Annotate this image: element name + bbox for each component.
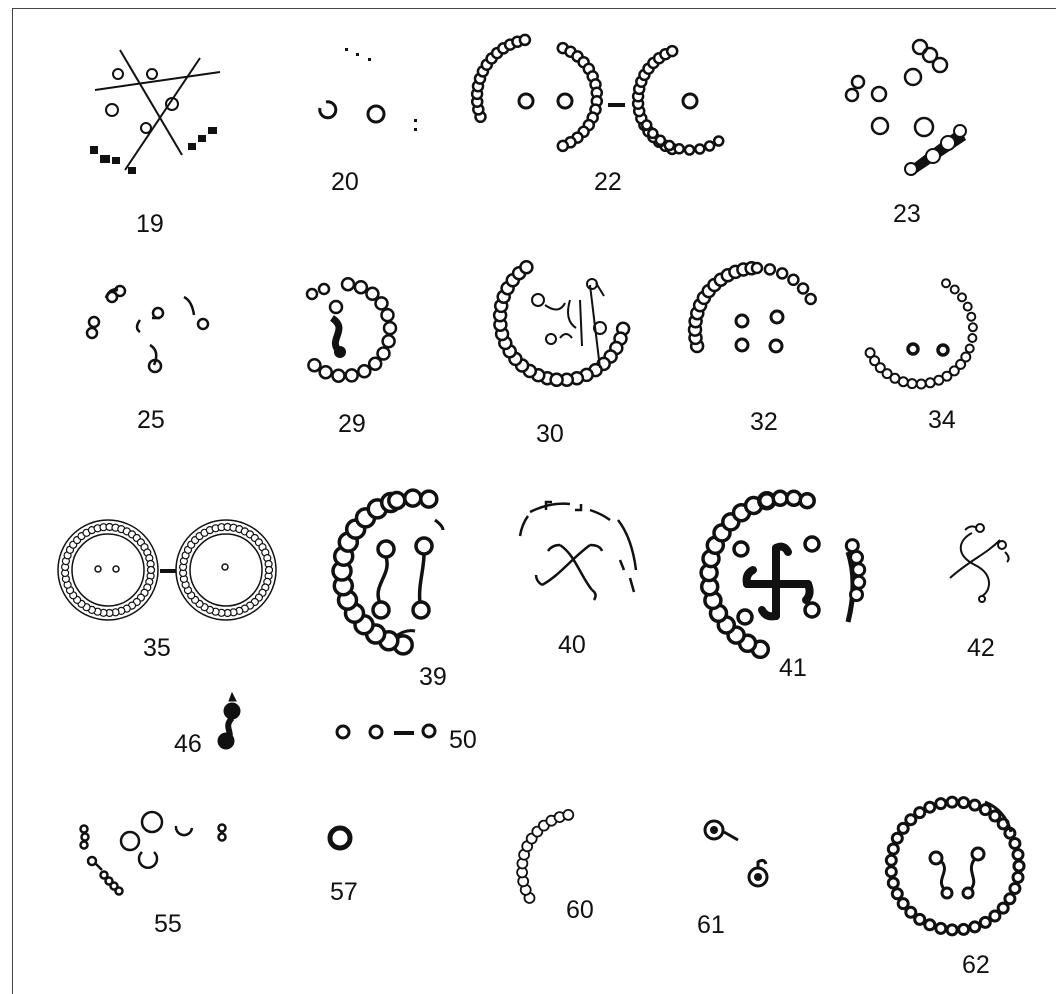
bead — [1013, 850, 1023, 860]
bead — [886, 855, 896, 865]
bead — [888, 878, 898, 888]
bead — [1014, 861, 1024, 871]
bead — [888, 844, 898, 854]
bead — [990, 911, 1000, 921]
bead — [970, 800, 980, 810]
bead — [959, 798, 969, 808]
bead — [1010, 839, 1020, 849]
bead — [998, 903, 1008, 913]
bead — [1005, 894, 1015, 904]
bead — [936, 799, 946, 809]
bead — [906, 907, 916, 917]
bead — [898, 823, 908, 833]
bead — [970, 922, 980, 932]
bead — [936, 923, 946, 933]
bead — [980, 917, 990, 927]
bead — [925, 920, 935, 930]
bead — [915, 808, 925, 818]
bead — [980, 805, 990, 815]
bead — [947, 925, 957, 935]
bead — [1010, 884, 1020, 894]
fig-62-label: 62 — [962, 953, 990, 978]
bead — [892, 833, 902, 843]
bead — [959, 924, 969, 934]
bead — [990, 811, 1000, 821]
bead — [892, 889, 902, 899]
bead — [898, 899, 908, 909]
bead — [1013, 872, 1023, 882]
bead — [947, 797, 957, 807]
bead — [925, 802, 935, 812]
bead — [886, 867, 896, 877]
